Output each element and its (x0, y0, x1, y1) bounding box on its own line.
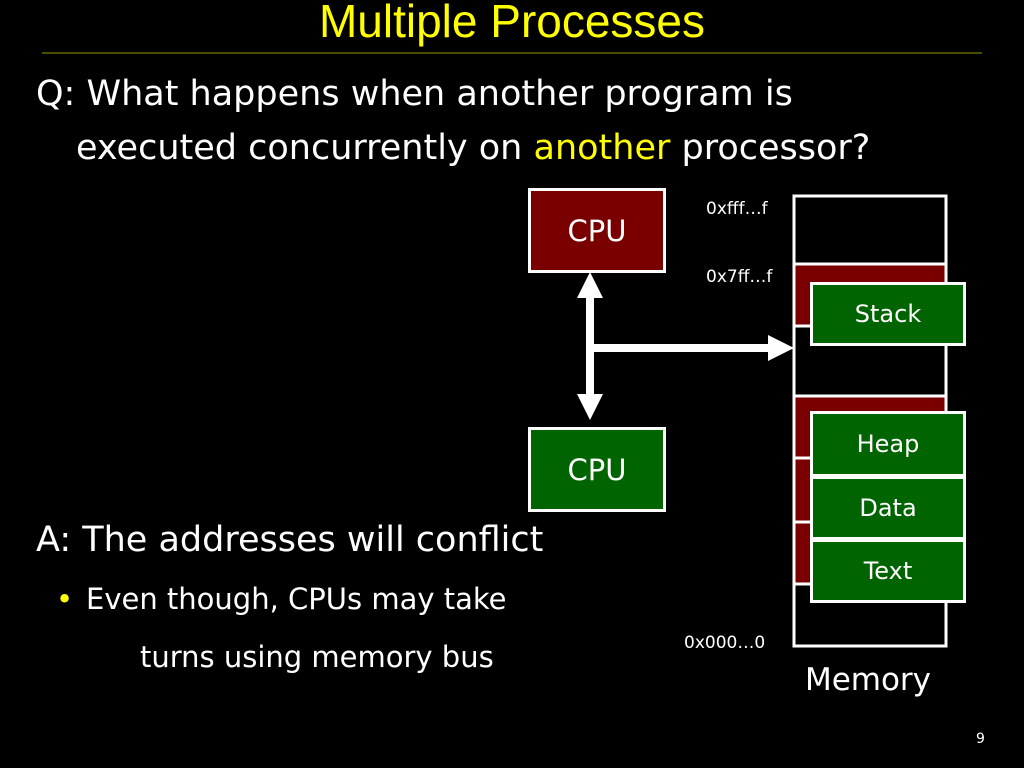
cpu-top-box: CPU (528, 188, 666, 273)
address-stack: 0x7ff…f (706, 267, 773, 287)
bullet-item: • Even though, CPUs may take (56, 582, 506, 616)
bullet-line-1: Even though, CPUs may take (86, 582, 507, 616)
question-line-1: Q: What happens when another program is (36, 74, 793, 114)
bullet-icon: • (56, 582, 74, 616)
memory-bus-arrow (577, 272, 794, 420)
data-segment: Data (810, 476, 966, 540)
bullet-line-2: turns using memory bus (140, 640, 494, 674)
question-highlight: another (533, 128, 671, 168)
text-segment: Text (810, 539, 966, 603)
stack-segment: Stack (810, 282, 966, 346)
address-bottom: 0x000…0 (684, 633, 766, 653)
page-number: 9 (976, 731, 985, 747)
memory-label: Memory (804, 662, 932, 698)
question-line-2-start: executed concurrently on (76, 128, 534, 168)
answer-text: A: The addresses will conflict (36, 520, 544, 560)
slide-title: Multiple Processes (318, 0, 706, 47)
question-line-2: executed concurrently on another process… (76, 128, 870, 168)
address-top: 0xfff…f (706, 199, 768, 219)
heap-segment: Heap (810, 411, 966, 477)
cpu-bottom-box: CPU (528, 427, 666, 512)
question-line-2-end: processor? (670, 128, 871, 168)
title-divider (42, 52, 982, 54)
